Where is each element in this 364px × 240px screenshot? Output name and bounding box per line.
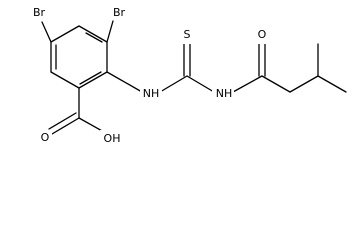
n-c-bond <box>159 75 188 93</box>
ring-bond <box>78 25 108 43</box>
amide-nh-label: NH <box>216 87 233 100</box>
ring-bond <box>50 71 80 89</box>
chain-bond <box>317 75 347 93</box>
c-br-bond <box>41 21 52 43</box>
acid-oxygen-label: O <box>41 131 50 144</box>
ring-bond <box>50 25 80 43</box>
c-oh-bond <box>78 117 105 133</box>
bromine-label: Br <box>113 6 126 19</box>
chain-bond <box>261 75 291 93</box>
structure-svg: Br Br NH S NH O O OH <box>28 4 347 146</box>
bromine-label: Br <box>33 6 46 19</box>
molecule-diagram: Br Br NH S NH O O OH <box>28 4 347 146</box>
n-c-bond <box>232 75 263 93</box>
c-o-double-bond <box>51 117 80 135</box>
label-bg <box>180 28 194 44</box>
hydroxyl-label: OH <box>104 132 121 145</box>
label-bg <box>255 28 269 44</box>
c-br-bond <box>106 20 114 43</box>
label-bg <box>108 4 130 20</box>
amine-label: NH <box>143 87 160 100</box>
label-bg <box>100 130 124 146</box>
sulfur-label: S <box>184 28 191 41</box>
chain-bond <box>289 75 319 93</box>
label-bg <box>28 4 50 20</box>
c-o-double-bond <box>48 112 77 130</box>
label-bg <box>140 85 162 101</box>
carbonyl-oxygen-label: O <box>258 28 267 41</box>
label-bg <box>212 85 234 101</box>
ring-bond <box>78 71 108 89</box>
ring-double-bond <box>79 71 102 85</box>
c-n-bond <box>186 75 215 93</box>
ring-double-bond <box>85 32 103 43</box>
c-n-bond <box>106 71 143 93</box>
label-bg <box>38 130 52 146</box>
